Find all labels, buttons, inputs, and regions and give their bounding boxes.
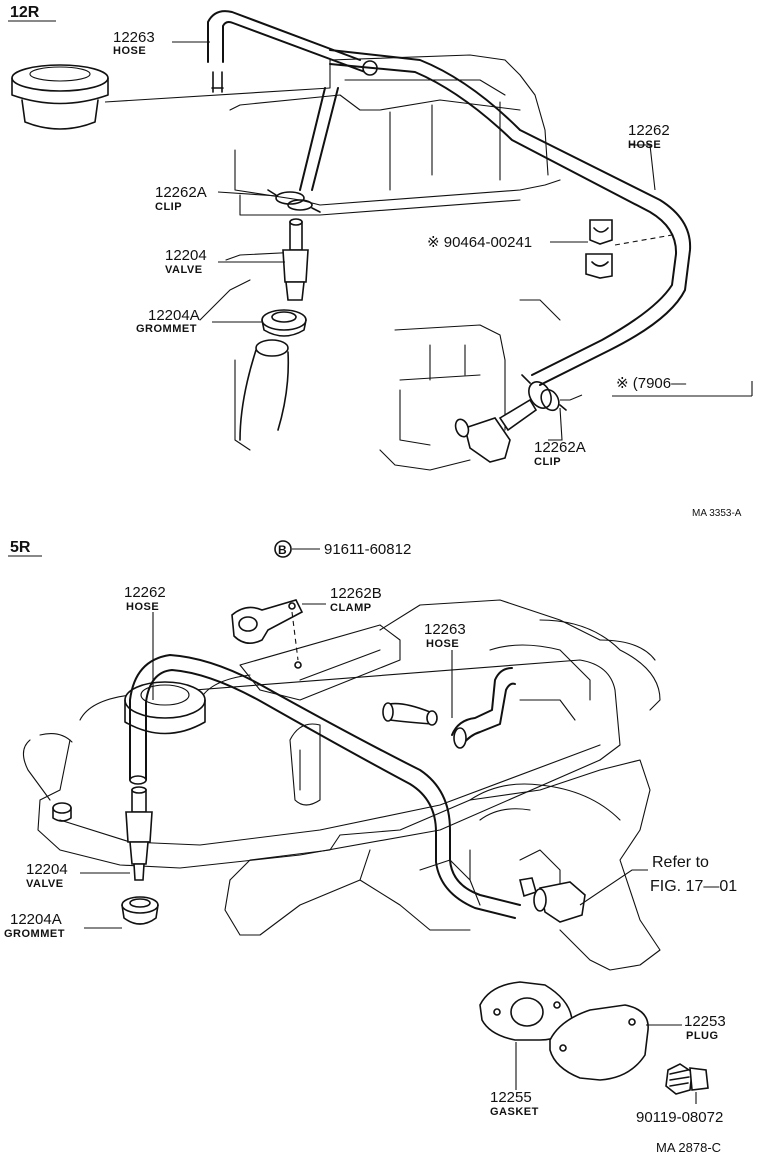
svg-text:12263: 12263	[424, 621, 466, 638]
clip-12262a-upper	[267, 189, 321, 213]
svg-text:FIG. 17—01: FIG. 17—01	[650, 878, 737, 895]
svg-text:CLIP: CLIP	[534, 456, 561, 468]
part-label-12263-12r: 12263 HOSE	[113, 29, 155, 57]
figure-marker-12r: MA 3353-A	[692, 508, 742, 519]
svg-text:91611-60812: 91611-60812	[324, 541, 411, 558]
svg-text:12255: 12255	[490, 1089, 532, 1106]
part-label-12262b: 12262B CLAMP	[330, 585, 382, 614]
oil-filler-cap	[11, 64, 109, 130]
engine-outline-12r	[199, 54, 561, 471]
svg-text:12204: 12204	[165, 247, 207, 264]
section-label-5r: 5R	[10, 539, 31, 556]
clamp-12262b	[231, 599, 304, 669]
part-label-12262a-lower: 12262A CLIP	[534, 439, 586, 468]
part-label-12253: 12253 PLUG	[684, 1013, 726, 1042]
fitting-5r	[519, 877, 586, 923]
pcv-valve-12r	[282, 218, 309, 301]
fitting-12r	[454, 398, 538, 463]
svg-text:GROMMET: GROMMET	[136, 323, 197, 335]
grommet-12r	[261, 309, 307, 337]
part-label-12262-5r: 12262 HOSE	[124, 584, 166, 613]
part-label-12263-5r: 12263 HOSE	[424, 621, 466, 650]
svg-text:HOSE: HOSE	[126, 601, 159, 613]
svg-text:12262: 12262	[124, 584, 166, 601]
section-label-12r: 12R	[10, 4, 40, 21]
svg-text:HOSE: HOSE	[628, 139, 661, 151]
pcv-valve-5r	[125, 786, 153, 881]
svg-text:12262: 12262	[628, 122, 670, 139]
svg-text:12262B: 12262B	[330, 585, 382, 602]
grommet-5r	[121, 896, 159, 925]
svg-text:Refer to: Refer to	[652, 854, 709, 871]
svg-text:HOSE: HOSE	[113, 45, 146, 57]
hose-12262-5r	[129, 654, 521, 919]
svg-text:12204A: 12204A	[148, 307, 200, 324]
svg-text:GASKET: GASKET	[490, 1106, 539, 1118]
svg-text:12262A: 12262A	[155, 184, 207, 201]
part-label-12204a-5r: 12204A GROMMET	[4, 911, 65, 940]
figure-marker-5r: MA 2878-C	[656, 1140, 721, 1155]
svg-text:GROMMET: GROMMET	[4, 928, 65, 940]
lower-hose-12r	[239, 339, 290, 441]
leaders-12r	[172, 41, 753, 441]
part-label-12204a-12r: 12204A GROMMET	[136, 307, 200, 335]
section-12r: 12R	[8, 4, 753, 519]
part-label-12255: 12255 GASKET	[490, 1089, 539, 1118]
section-5r: 5R B 91611-60812	[4, 539, 737, 1155]
part-label-12204-5r: 12204 VALVE	[26, 861, 68, 890]
bolt-90119-08072	[665, 1063, 709, 1095]
svg-text:12204A: 12204A	[10, 911, 62, 928]
part-label-90119-08072: 90119-08072	[636, 1109, 723, 1126]
svg-text:12262A: 12262A	[534, 439, 586, 456]
svg-text:CLIP: CLIP	[155, 201, 182, 213]
hose-12262-12r	[329, 49, 692, 386]
clip-12262a-lower	[521, 374, 567, 412]
refer-to-figure: Refer to FIG. 17—01	[650, 854, 737, 895]
svg-text:B: B	[278, 543, 287, 557]
part-label-7906-range: ※ (7906—	[616, 375, 686, 392]
svg-text:12204: 12204	[26, 861, 68, 878]
svg-text:CLAMP: CLAMP	[330, 602, 372, 614]
leaders-5r	[80, 603, 697, 1104]
svg-text:12253: 12253	[684, 1013, 726, 1030]
svg-text:12263: 12263	[113, 29, 155, 46]
part-label-12262a-upper: 12262A CLIP	[155, 184, 207, 213]
part-label-12262-12r: 12262 HOSE	[628, 122, 670, 151]
bolt-callout: B 91611-60812	[274, 540, 411, 558]
engine-outline-5r	[22, 599, 661, 971]
part-label-12204-12r: 12204 VALVE	[165, 247, 207, 276]
svg-text:VALVE: VALVE	[165, 264, 203, 276]
svg-text:HOSE: HOSE	[426, 638, 459, 650]
plug-12253	[549, 1004, 649, 1081]
svg-text:VALVE: VALVE	[26, 878, 64, 890]
clamp-90464-00241	[585, 219, 673, 279]
hose-down-segment	[299, 87, 326, 191]
part-label-90464-00241: ※ 90464-00241	[427, 234, 532, 251]
hose-12263-5r	[382, 667, 516, 749]
svg-text:PLUG: PLUG	[686, 1030, 719, 1042]
